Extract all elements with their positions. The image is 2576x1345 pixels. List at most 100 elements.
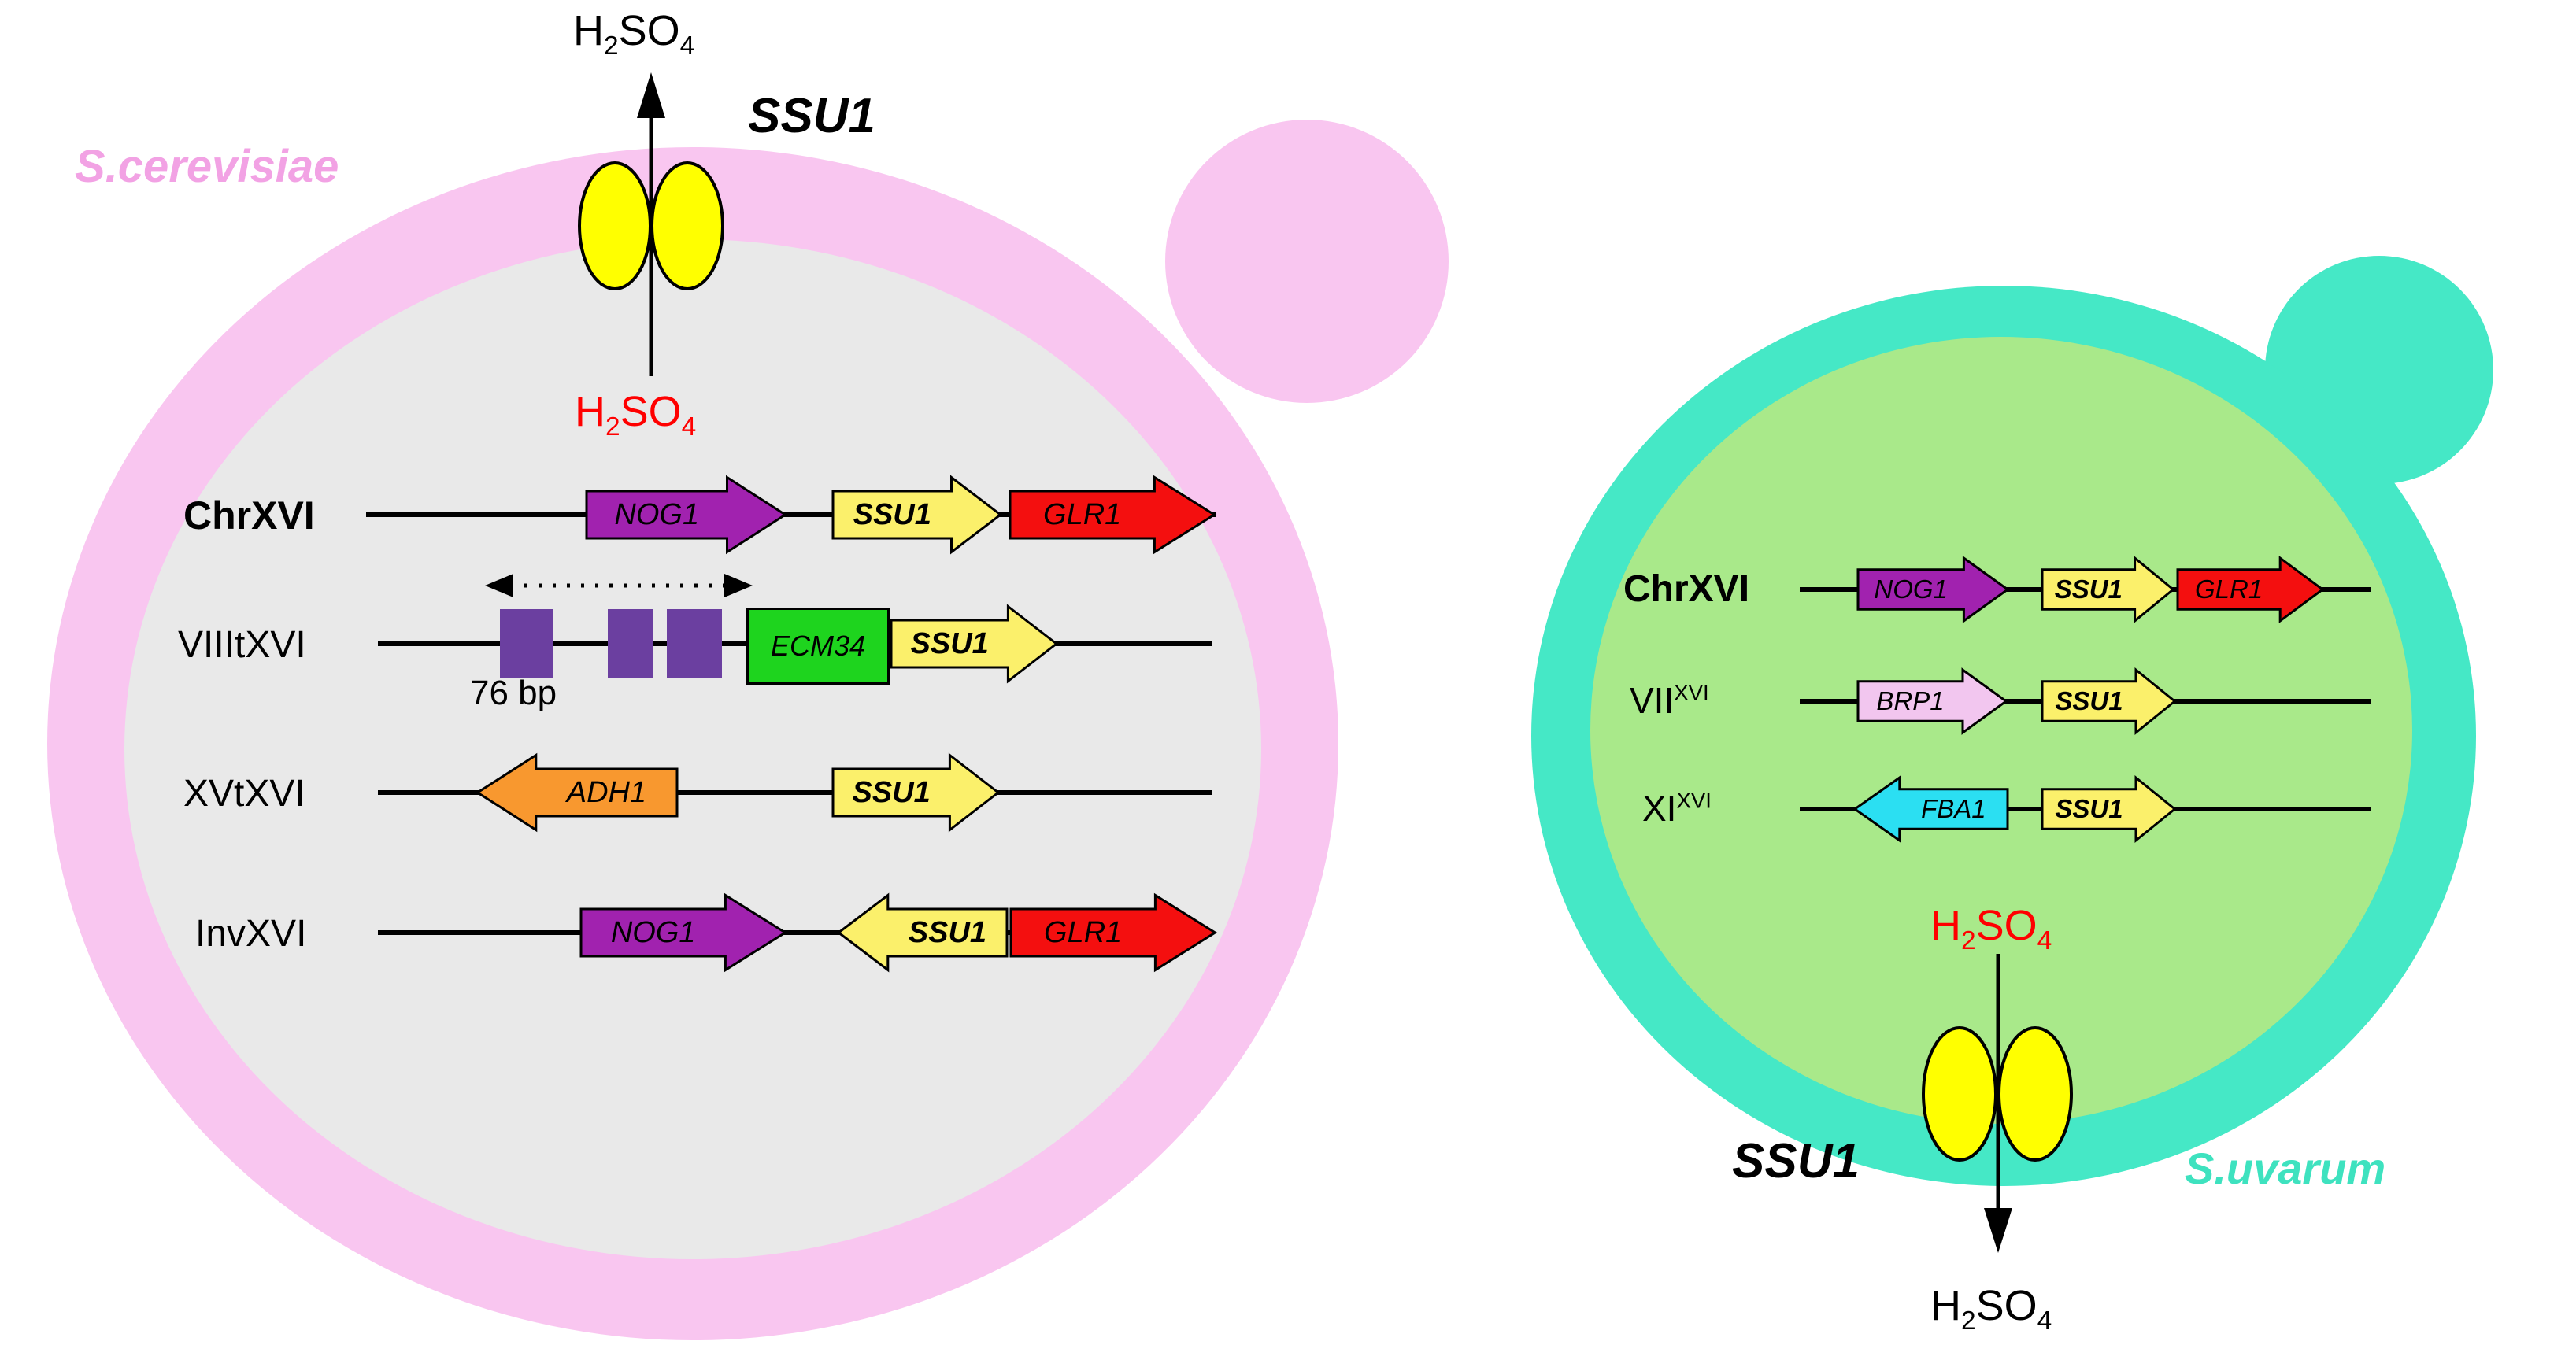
gene-arrow-shape [837,893,1007,972]
gene-fba1-arrow: FBA1 [1853,776,2008,842]
gene-ssu1-arrow: SSU1 [833,753,1000,832]
row-label-xi-xvi: XIXVI [1642,787,1712,830]
h2so4-extracellular-label-left: H2SO4 [573,6,694,61]
species-label-uvarum: S.uvarum [2185,1144,2386,1193]
row-label-invxvi: InvXVI [195,913,307,955]
formula-subscript: 2 [605,412,620,442]
formula-part: SO [618,7,680,54]
gene-adh1-arrow: ADH1 [476,753,677,832]
gene-label: NOG1 [1874,575,1948,604]
gene-nog1-arrow: NOG1 [581,893,787,972]
arrowhead-left-icon [485,574,513,597]
gene-label: SSU1 [908,915,987,949]
gene-arrow-shape [1858,556,2009,623]
gene-arrow-shape [1010,475,1216,554]
gene-label: NOG1 [610,915,696,949]
row-label-superscript: XVI [1676,788,1712,813]
gene-ecm34-box: ECM34 [746,608,890,685]
insertion-block-2 [608,609,653,678]
insertion-block-1 [500,609,553,678]
gene-glr1-arrow: GLR1 [1011,893,1217,972]
formula-subscript: 4 [2037,926,2052,955]
gene-label: GLR1 [1043,497,1122,531]
gene-brp1-arrow: BRP1 [1858,668,2008,734]
ssu1-transporter-left-subunit-icon [578,161,652,290]
formula-subscript: 2 [1961,926,1976,955]
cerevisiae-cytoplasm [124,239,1261,1259]
ssu1-transporter-label-left: SSU1 [748,89,875,143]
formula-subscript: 4 [2037,1306,2052,1336]
gene-label: SSU1 [2055,794,2123,823]
gene-ssu1-arrow: SSU1 [2042,668,2176,734]
row-label-chrxvi-right: ChrXVI [1623,568,1750,610]
gene-arrow-shape [833,475,1002,554]
gene-glr1-arrow: GLR1 [2178,556,2324,623]
row-label-base: VII [1630,680,1675,721]
formula-subscript: 4 [679,31,695,61]
formula-part: H [1930,1282,1961,1329]
gene-ssu1-arrow: SSU1 [2042,776,2176,842]
gene-label: NOG1 [614,497,700,531]
arrowhead-down-icon [1984,1208,2012,1253]
h2so4-intracellular-label-right: H2SO4 [1930,901,2052,956]
gene-nog1-arrow: NOG1 [587,475,787,554]
formula-part: SO [1975,1282,2037,1329]
formula-subscript: 2 [604,31,619,61]
row-label-xvtxvi: XVtXVI [183,773,305,815]
gene-arrow-shape [2042,556,2174,623]
gene-label: GLR1 [2194,575,2263,604]
h2so4-extracellular-label-right: H2SO4 [1930,1281,2052,1336]
gene-arrow-shape [1011,893,1217,972]
gene-label: GLR1 [1044,915,1123,949]
formula-part: SO [620,388,682,435]
formula-subscript: 2 [1961,1306,1976,1336]
gene-arrow-shape [2042,668,2176,734]
gene-label: SSU1 [2055,686,2123,715]
row-label-superscript: XVI [1674,680,1709,705]
gene-arrow-shape [476,753,677,832]
gene-arrow-shape [1853,776,2008,842]
gene-label: ADH1 [566,775,647,809]
uvarum-cytoplasm [1590,337,2412,1124]
gene-nog1-arrow: NOG1 [1858,556,2009,623]
ssu1-transporter-left-subunit-icon [1922,1026,1997,1162]
row-label-base: XI [1642,788,1677,829]
gene-arrow-shape [587,475,787,554]
gene-ssu1-arrow: SSU1 [833,475,1002,554]
h2so4-intracellular-label-left: H2SO4 [575,387,696,442]
gene-arrow-shape [581,893,787,972]
gene-glr1-arrow: GLR1 [1010,475,1216,554]
species-label-cerevisiae: S.cerevisiae [75,141,339,192]
row-label-viiitxvi: VIIItXVI [178,624,306,666]
formula-part: H [1930,902,1961,949]
gene-label: BRP1 [1876,686,1945,715]
gene-ssu1-arrow-inverted: SSU1 [837,893,1007,972]
gene-label: SSU1 [910,626,989,660]
gene-ssu1-arrow: SSU1 [2042,556,2174,623]
gene-arrow-shape [2178,556,2324,623]
gene-label: FBA1 [1921,794,1986,823]
gene-label: SSU1 [2054,575,2123,604]
insertion-size-label: 76 bp [470,674,557,712]
formula-subscript: 4 [681,412,697,442]
gene-arrow-shape [2042,776,2176,842]
row-label-vii-xvi: VIIXVI [1630,679,1709,722]
gene-label: SSU1 [852,775,931,809]
cerevisiae-bud [1165,120,1449,403]
insertion-block-3 [667,609,722,678]
formula-part: H [575,388,605,435]
ssu1-transporter-right-subunit-icon [650,161,724,290]
row-label-chrxvi-left: ChrXVI [183,493,315,538]
gene-arrow-shape [891,604,1058,683]
arrowhead-up-icon [637,72,665,118]
gene-arrow-shape [1858,668,2008,734]
ssu1-transporter-right-subunit-icon [1997,1026,2073,1162]
gene-arrow-shape [833,753,1000,832]
gene-ssu1-arrow: SSU1 [891,604,1058,683]
formula-part: SO [1975,902,2037,949]
arrowhead-right-icon [724,574,753,597]
ssu1-transporter-label-right: SSU1 [1732,1134,1860,1188]
formula-part: H [573,7,604,54]
